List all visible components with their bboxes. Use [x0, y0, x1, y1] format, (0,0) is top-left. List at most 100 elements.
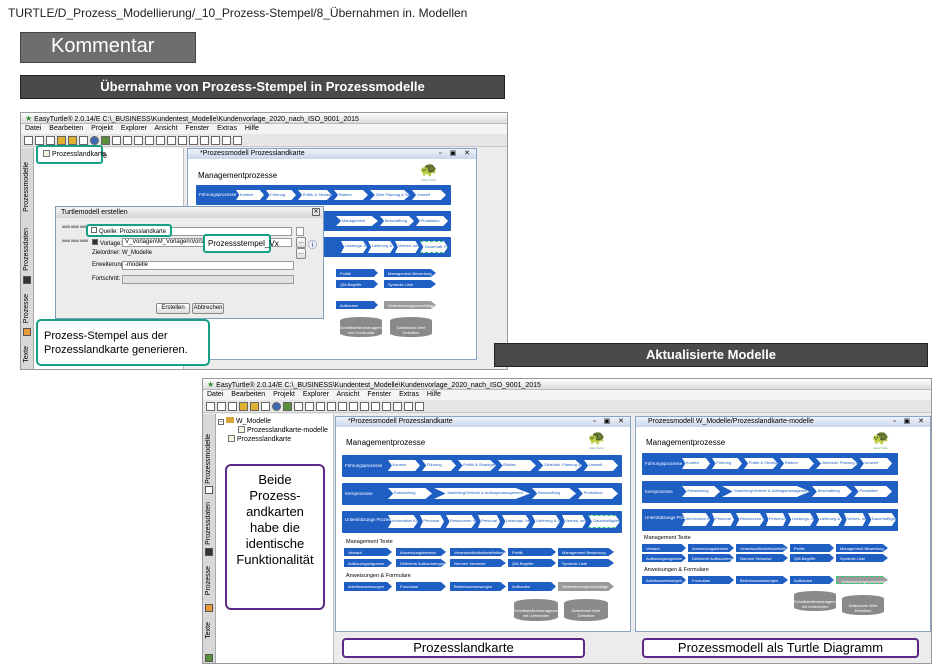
process-chevron[interactable]: Information Kommunikation: [388, 515, 418, 528]
dice-icon[interactable]: [23, 276, 31, 284]
text-arrow[interactable]: Definierte Aufbaumengen: [396, 559, 446, 567]
text-arrow-grey[interactable]: Verbesserungsvorschläge: [558, 582, 614, 591]
window-controls-icon[interactable]: ▫ ▣ ✕: [593, 418, 627, 425]
database-shape[interactable]: Schnittstellenmanagement mit Lieferanten: [514, 599, 561, 621]
window-controls-icon[interactable]: ▫ ▣ ✕: [893, 418, 927, 425]
text-arrow[interactable]: Definierte Aufbaumengen: [688, 554, 734, 562]
new-icon[interactable]: [24, 135, 33, 145]
process-chevron[interactable]: Umwelt: [412, 190, 446, 200]
text-arrow[interactable]: Symbole Liste: [836, 554, 888, 562]
zielordner-browse-button[interactable]: …: [296, 248, 306, 259]
process-chevron[interactable]: Verbes- serung: [395, 241, 419, 253]
menu-projekt[interactable]: Projekt: [91, 125, 113, 132]
process-chevron[interactable]: Produktion: [416, 216, 448, 226]
menu-hilfe[interactable]: Hilfe: [244, 125, 259, 132]
window-controls-icon[interactable]: ▫ ▣ ✕: [439, 150, 473, 157]
process-chevron[interactable]: Ressourcen Infrastruktur: [736, 513, 764, 526]
text-arrow[interactable]: Aufbauten: [336, 301, 378, 309]
process-chevron[interactable]: Risiken: [780, 458, 814, 469]
checkbox-icon[interactable]: [415, 401, 424, 411]
shape-doc-icon[interactable]: [338, 401, 347, 411]
open-icon[interactable]: [217, 401, 226, 411]
text-arrow[interactable]: Normen Verweise: [736, 554, 788, 562]
text-arrow[interactable]: QM-Begriffe: [790, 554, 834, 562]
process-chevron[interactable]: Politik & Strategie: [298, 190, 332, 200]
redo-icon[interactable]: [68, 135, 77, 145]
tree-folder-w-modelle[interactable]: −W_Modelle: [218, 417, 272, 425]
search-icon[interactable]: [79, 135, 88, 145]
select-icon[interactable]: [101, 135, 110, 145]
process-chevron[interactable]: Politik & Strategie: [458, 460, 496, 471]
layer-icon[interactable]: [23, 328, 31, 336]
shape-circle-icon[interactable]: [145, 135, 154, 145]
process-chevron[interactable]: Ziele Planung & Steuerung: [370, 190, 410, 200]
shape-arrow-icon[interactable]: [360, 401, 369, 411]
database-shape[interactable]: Datenbank Wert Definition: [842, 595, 884, 615]
process-chevron[interactable]: Entwicklung: [682, 486, 720, 497]
process-chevron[interactable]: Führung: [422, 460, 456, 471]
undo-icon[interactable]: [57, 135, 66, 145]
process-chevron[interactable]: Produktion: [578, 488, 618, 499]
process-chevron[interactable]: Beschaffung: [812, 486, 852, 497]
process-chevron[interactable]: Personal: [478, 515, 500, 528]
menu-fenster[interactable]: Fenster: [367, 391, 392, 398]
menu-extras[interactable]: Extras: [399, 391, 419, 398]
sidetab-prozessdaten[interactable]: Prozessdaten: [205, 502, 212, 545]
tab-icon[interactable]: [205, 486, 213, 494]
process-chevron[interactable]: Leistungs- bewertung: [341, 241, 367, 253]
info-icon[interactable]: [90, 135, 99, 145]
text-arrow-grey-selected[interactable]: Verbesserungsvorschläge: [836, 576, 888, 584]
process-chevron[interactable]: Lieferung & Logistik: [816, 513, 842, 526]
process-chevron[interactable]: Risiken: [498, 460, 536, 471]
menu-fenster[interactable]: Fenster: [185, 125, 210, 132]
menu-bearbeiten[interactable]: Bearbeiten: [49, 125, 84, 132]
sidetab-prozesse[interactable]: Prozesse: [23, 294, 30, 324]
sidetab-prozessdaten[interactable]: Prozessdaten: [23, 228, 30, 271]
shape-rect-icon[interactable]: [112, 135, 121, 145]
close-icon[interactable]: ✕: [312, 208, 320, 216]
save-icon[interactable]: [228, 401, 237, 411]
menu-projekt[interactable]: Projekt: [273, 391, 295, 398]
process-chevron[interactable]: Ziele/inkl. Planung & Steuerung: [538, 460, 582, 471]
erstellen-button[interactable]: Erstellen: [156, 303, 190, 314]
process-chevron[interactable]: Beschaffung: [532, 488, 576, 499]
text-arrow[interactable]: Arbeitsanweisungen: [642, 576, 686, 584]
tree-item-prozesslandkarte-modelle[interactable]: Prozesslandkarte-modelle: [238, 426, 328, 434]
text-arrow[interactable]: Management Bewertung: [558, 548, 614, 556]
table-icon[interactable]: [404, 401, 413, 411]
shape-circle-icon[interactable]: [327, 401, 336, 411]
shape-rect-icon[interactable]: [294, 401, 303, 411]
text-arrow[interactable]: Politik: [508, 548, 556, 556]
connector-icon[interactable]: [211, 135, 220, 145]
shape-rect-icon[interactable]: [305, 401, 314, 411]
sidetab-prozessmodelle[interactable]: Prozessmodelle: [23, 162, 30, 212]
sidetab-texte[interactable]: Texte: [23, 346, 30, 363]
shape-arrow-icon[interactable]: [349, 401, 358, 411]
process-chevron[interactable]: Kontext: [388, 460, 420, 471]
process-chevron[interactable]: Umwelt: [860, 458, 892, 469]
process-chevron-selected[interactable]: Dauerhaft. Prozess Begriffe: [420, 241, 448, 253]
shape-db-icon[interactable]: [371, 401, 380, 411]
open-icon[interactable]: [35, 135, 44, 145]
process-chevron[interactable]: Personal: [712, 513, 734, 526]
text-arrow[interactable]: QM-Begriffe: [508, 559, 556, 567]
process-chevron[interactable]: Umwelt: [584, 460, 618, 471]
text-arrow[interactable]: Verkauf: [642, 544, 686, 552]
text-arrow[interactable]: Formulare: [396, 582, 446, 591]
tree-item-prozesslandkarte[interactable]: Prozesslandkarte: [228, 435, 291, 443]
shape-arrow-icon[interactable]: [167, 135, 176, 145]
process-chevron[interactable]: Lieferung & Logistik: [368, 241, 394, 253]
text-icon[interactable]: [382, 401, 391, 411]
process-chevron[interactable]: Dauerhaftigkeit Prozess Begriffe: [868, 513, 896, 526]
text-arrow[interactable]: Verkauf: [344, 548, 392, 556]
process-chevron[interactable]: Personal: [766, 513, 786, 526]
layer-icon[interactable]: [205, 604, 213, 612]
text-arrow[interactable]: Betriebsanweisungen: [450, 582, 506, 591]
sidetab-prozesse[interactable]: Prozesse: [205, 566, 212, 596]
text-arrow[interactable]: Anwendungsbereich: [688, 544, 734, 552]
process-chevron[interactable]: Leistungs- bewertung: [502, 515, 530, 528]
sidetab-texte[interactable]: Texte: [205, 622, 212, 639]
process-chevron-selected[interactable]: Dauerhaftigkeit Prozess Begriffe: [588, 515, 620, 528]
menu-datei[interactable]: Datei: [207, 391, 224, 398]
shape-diamond-icon[interactable]: [134, 135, 143, 145]
